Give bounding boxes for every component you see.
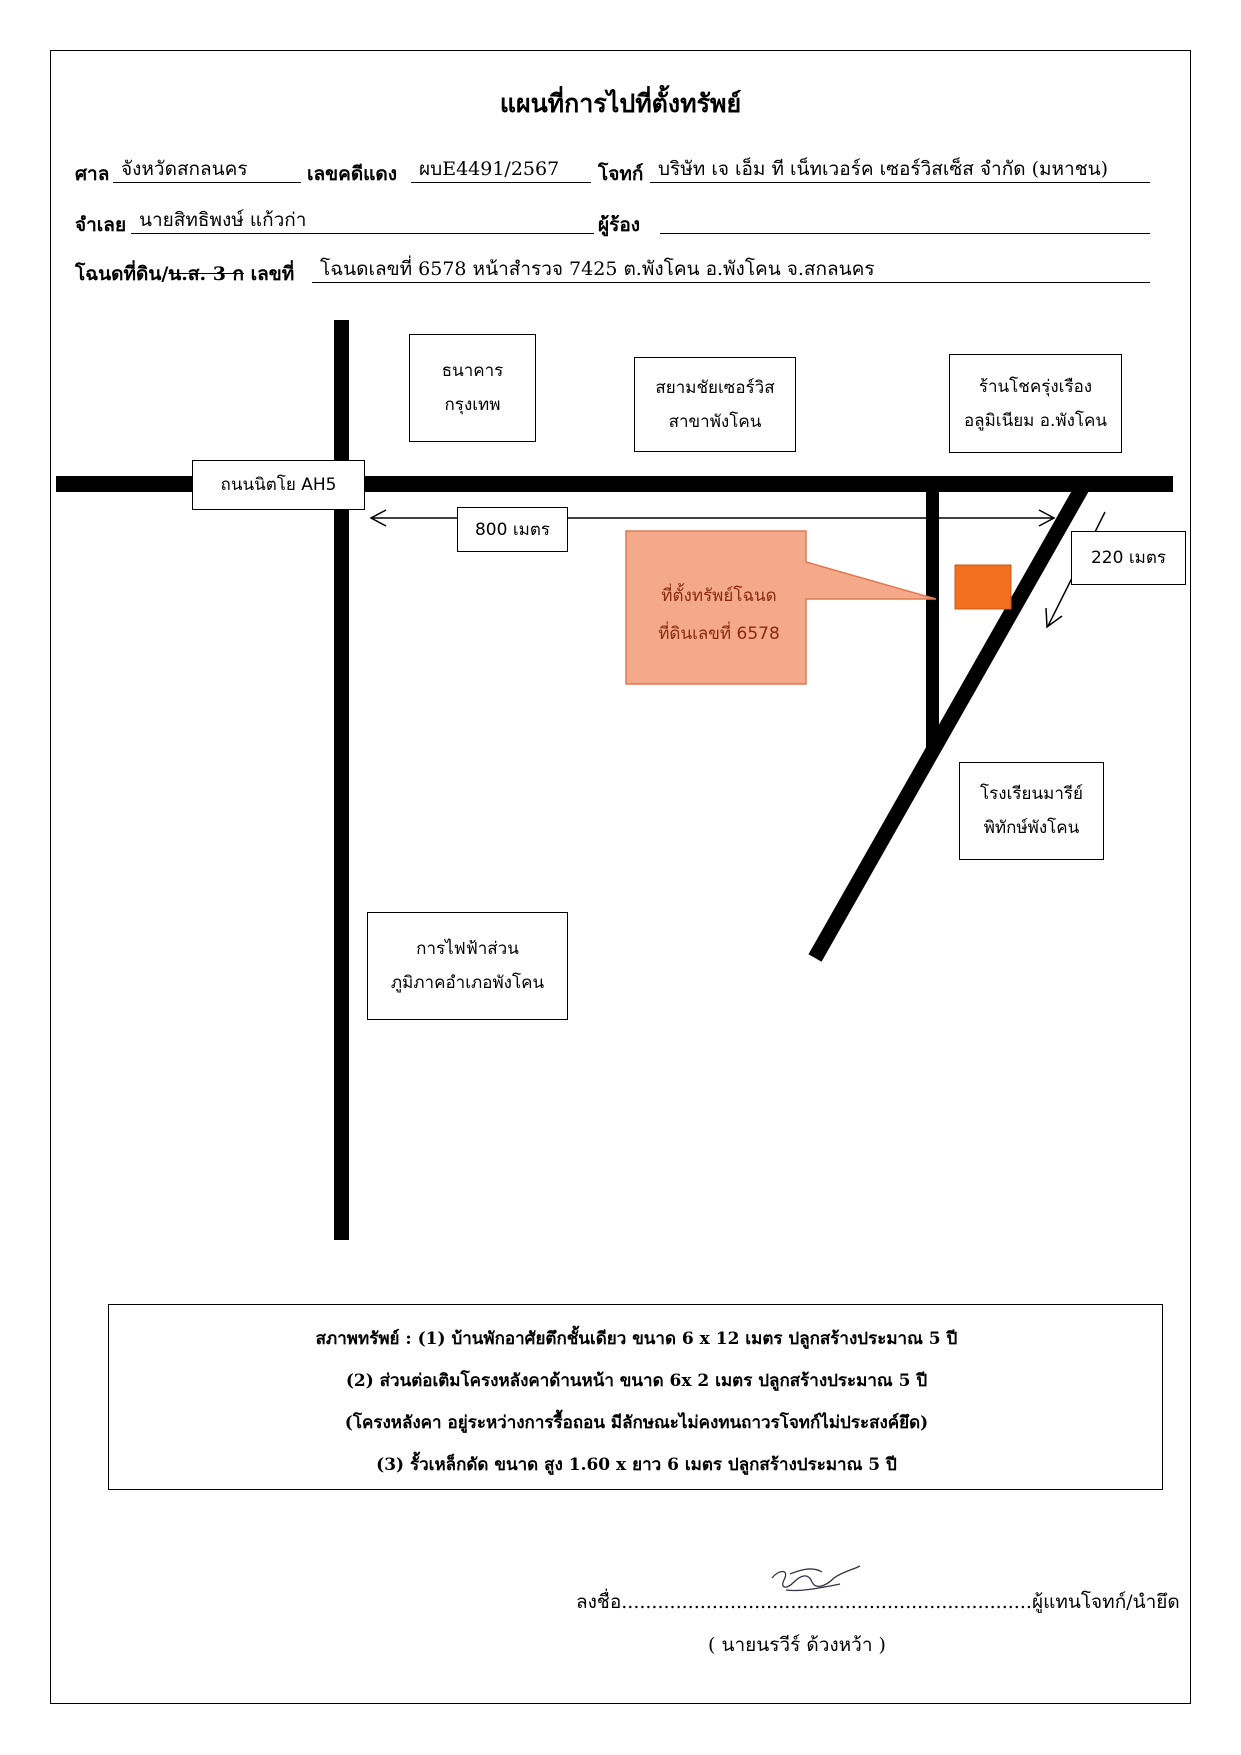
petitioner-value [660,206,1150,234]
property-callout-line2: ที่ดินเลขที่ 6578 [658,624,780,644]
landmark-power-line2: ภูมิภาคอำเภอพังโคน [390,973,545,993]
property-conditions-box: สภาพทรัพย์ : (1) บ้านพักอาศัยตึกชั้นเดีย… [108,1304,1163,1490]
distance-main-label: 800 เมตร [474,519,551,540]
condition-line: (โครงหลังคา อยู่ระหว่างการรื้อถอน มีลักษ… [344,1413,929,1433]
signature-role: ผู้แทนโจทก์/นำยึด [1031,1591,1180,1613]
road-label-box: ถนนนิตโย AH5 [192,460,365,510]
case-value: ผบE4491/2567 [411,155,591,183]
landmark-shop: ร้านโชครุ่งเรือง อลูมิเนียม อ.พังโคน [949,354,1122,453]
court-label: ศาล [75,163,110,185]
deed-label-struck: น.ส. 3 ก [168,263,245,285]
landmark-school-line2: พิทักษ์พังโคน [983,818,1080,838]
signer-name: ( นายนรวีร์ ด้วงหว้า ) [708,1634,886,1656]
handwritten-signature [771,1565,861,1592]
deed-label: โฉนดที่ดิน/น.ส. 3 ก เลขที่ [75,259,294,289]
deed-value: โฉนดเลขที่ 6578 หน้าสำรวจ 7425 ต.พังโคน … [312,255,1150,283]
condition-line: (2) ส่วนต่อเติมโครงหลังคาด้านหน้า ขนาด 6… [345,1371,928,1391]
distance-side-label: 220 เมตร [1090,548,1167,568]
arrow-head-side [1045,607,1063,629]
property-callout-line1: ที่ตั้งทรัพย์โฉนด [661,586,777,606]
distance-side-box: 220 เมตร [1071,531,1186,585]
distance-main-box: 800 เมตร [457,507,568,552]
signature-prefix: ลงชื่อ [576,1591,622,1613]
page-frame [50,50,1191,1704]
road-label: ถนนนิตโย AH5 [220,475,337,495]
petitioner-label: ผู้ร้อง [598,214,641,236]
deed-label-b: เลขที่ [244,263,295,285]
arrow-head-right [1038,509,1056,527]
arrow-head-left [369,509,387,527]
signature-dots: ........................................… [621,1591,1032,1613]
condition-line: (3) รั้วเหล็กดัด ขนาด สูง 1.60 x ยาว 6 เ… [376,1455,897,1475]
vertical-road-right [926,484,939,748]
property-marker [954,564,1012,610]
landmark-siam: สยามชัยเซอร์วิส สาขาพังโคน [634,357,796,452]
landmark-bank-line2: กรุงเทพ [444,395,501,415]
case-label: เลขคดีแดง [307,163,398,185]
landmark-power: การไฟฟ้าส่วน ภูมิภาคอำเภอพังโคน [367,912,568,1020]
deed-label-a: โฉนดที่ดิน/ [75,263,169,285]
vertical-road-left [334,320,349,1240]
landmark-bank: ธนาคาร กรุงเทพ [409,334,536,442]
court-value: จังหวัดสกลนคร [113,155,301,183]
landmark-school-line1: โรงเรียนมารีย์ [980,784,1083,804]
signature-line: ลงชื่อ..................................… [576,1587,1180,1617]
property-callout-shape [625,530,937,685]
plaintiff-label: โจทก์ [598,163,644,185]
landmark-school: โรงเรียนมารีย์ พิทักษ์พังโคน [959,762,1104,860]
landmark-bank-line1: ธนาคาร [441,361,504,381]
landmark-shop-line1: ร้านโชครุ่งเรือง [978,376,1093,397]
landmark-siam-line2: สาขาพังโคน [668,411,762,432]
page-title: แผนที่การไปที่ตั้งทรัพย์ [499,89,742,118]
condition-line: สภาพทรัพย์ : (1) บ้านพักอาศัยตึกชั้นเดีย… [315,1329,958,1349]
landmark-power-line1: การไฟฟ้าส่วน [416,939,519,959]
landmark-shop-line2: อลูมิเนียม อ.พังโคน [963,410,1108,431]
plaintiff-value: บริษัท เจ เอ็ม ที เน็ทเวอร์ค เซอร์วิสเซ็… [650,155,1150,183]
property-callout: ที่ตั้งทรัพย์โฉนด ที่ดินเลขที่ 6578 [626,549,812,681]
defendant-label: จำเลย [75,214,127,236]
diagonal-road [808,484,1089,962]
defendant-value: นายสิทธิพงษ์ แก้วก่า [131,206,594,234]
landmark-siam-line1: สยามชัยเซอร์วิส [655,377,775,398]
